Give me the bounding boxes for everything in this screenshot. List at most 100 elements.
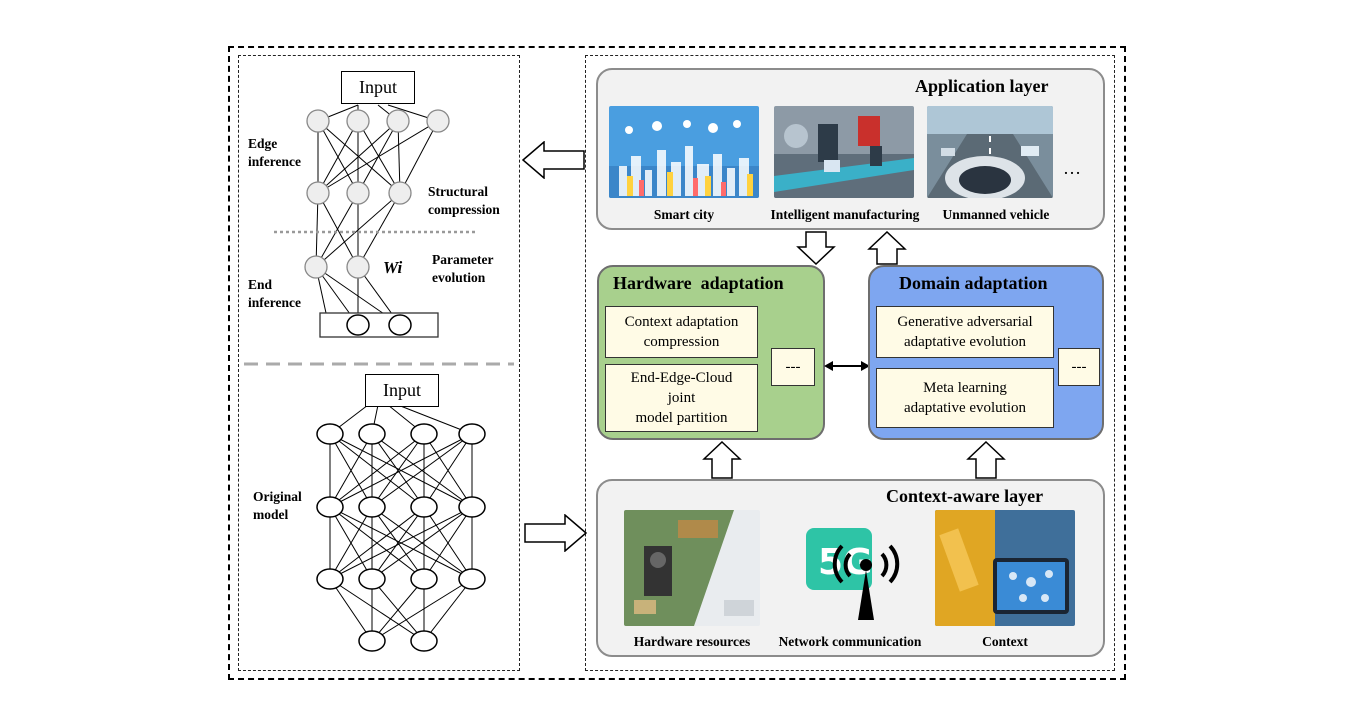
original-network-link bbox=[329, 578, 425, 642]
end-inference-label: End inference bbox=[248, 276, 301, 312]
unmanned-vehicle-caption: Unmanned vehicle bbox=[942, 207, 1050, 222]
original-network-node bbox=[358, 423, 386, 445]
context-caption: Context bbox=[982, 634, 1028, 649]
original-network-link bbox=[371, 433, 425, 508]
generative-adversarial-box: Generative adversarial adaptative evolut… bbox=[876, 306, 1054, 358]
edge-node bbox=[306, 181, 330, 205]
application-more: … bbox=[1063, 158, 1081, 178]
hardware-adaptation-title: Hardware adaptation bbox=[613, 273, 784, 293]
end-node bbox=[346, 255, 370, 279]
network-communication-caption: Network communication bbox=[778, 634, 922, 649]
top-input-label: Input bbox=[359, 77, 397, 97]
edge-node bbox=[426, 109, 450, 133]
top-input-box: Input bbox=[341, 71, 415, 104]
original-network-link bbox=[329, 506, 373, 580]
original-network-link bbox=[371, 506, 425, 580]
original-model-text: Original model bbox=[253, 489, 302, 522]
wi-text: Wi bbox=[383, 258, 403, 277]
hardware-more-text: --- bbox=[785, 358, 801, 375]
original-network-link bbox=[329, 433, 473, 508]
original-network-node bbox=[358, 496, 386, 518]
hardware-more-box: --- bbox=[771, 348, 815, 386]
domain-more-box: --- bbox=[1058, 348, 1100, 386]
parameter-evolution-text: Parameter evolution bbox=[432, 252, 494, 285]
right-panel bbox=[585, 55, 1115, 671]
original-network-link bbox=[371, 578, 473, 642]
context-adaptation-compression-text: Context adaptation compression bbox=[624, 314, 739, 350]
original-network-node bbox=[358, 630, 386, 652]
meta-learning-box: Meta learning adaptative evolution bbox=[876, 368, 1054, 428]
bottom-input-label: Input bbox=[383, 380, 421, 400]
intelligent-manufacturing-image bbox=[774, 106, 914, 198]
original-network-node bbox=[458, 423, 486, 445]
original-network-link bbox=[329, 433, 373, 508]
intelligent-manufacturing-caption: Intelligent manufacturing bbox=[770, 207, 920, 222]
original-network-link bbox=[329, 506, 425, 580]
edge-node bbox=[346, 109, 370, 133]
double-arrow bbox=[824, 361, 870, 371]
neural-network-diagram bbox=[244, 104, 514, 652]
output-box bbox=[319, 312, 439, 338]
arrow-up-to-hardware bbox=[702, 441, 742, 479]
original-network-link bbox=[423, 433, 473, 508]
original-network-node bbox=[316, 423, 344, 445]
structural-compression-label: Structural compression bbox=[428, 183, 500, 219]
bottom-input-box: Input bbox=[365, 374, 439, 407]
smart-city-caption: Smart city bbox=[653, 207, 715, 222]
unmanned-vehicle-image bbox=[927, 106, 1053, 198]
arrow-up-from-domain bbox=[867, 231, 907, 265]
edge-inference-text: Edge inference bbox=[248, 136, 301, 169]
network-5g-icon: 5G bbox=[806, 528, 900, 620]
original-network-node bbox=[458, 568, 486, 590]
original-network-link bbox=[329, 506, 473, 580]
domain-more-text: --- bbox=[1071, 358, 1087, 375]
edge-network-links bbox=[315, 104, 439, 326]
meta-learning-text: Meta learning adaptative evolution bbox=[903, 380, 1027, 416]
edge-node bbox=[306, 109, 330, 133]
original-network-node bbox=[458, 496, 486, 518]
edge-node bbox=[346, 181, 370, 205]
structural-compression-text: Structural compression bbox=[428, 184, 500, 217]
arrow-down-to-hardware bbox=[796, 231, 836, 265]
wi-label: Wi bbox=[383, 258, 402, 278]
original-network-links bbox=[329, 404, 473, 435]
generative-adversarial-text: Generative adversarial adaptative evolut… bbox=[897, 314, 1033, 350]
original-network-node bbox=[410, 423, 438, 445]
arrow-up-to-domain bbox=[966, 441, 1006, 479]
arrow-right bbox=[524, 514, 587, 552]
original-network-nodes bbox=[316, 423, 486, 652]
original-network-link bbox=[371, 506, 473, 580]
original-network-link bbox=[329, 578, 373, 642]
end-edge-cloud-box: End-Edge-Cloud joint model partition bbox=[605, 364, 758, 432]
original-network-node bbox=[410, 496, 438, 518]
edge-inference-label: Edge inference bbox=[248, 135, 301, 171]
left-panel bbox=[238, 55, 520, 671]
original-network-link bbox=[423, 506, 473, 580]
original-network-link bbox=[423, 578, 473, 642]
original-network-node bbox=[410, 568, 438, 590]
context-adaptation-compression-box: Context adaptation compression bbox=[605, 306, 758, 358]
original-network-link bbox=[329, 433, 425, 508]
original-network-link bbox=[371, 433, 473, 508]
original-network-node bbox=[358, 568, 386, 590]
context-aware-layer-title: Context-aware layer bbox=[886, 486, 1044, 506]
hardware-resources-caption: Hardware resources bbox=[633, 634, 751, 649]
end-inference-text: End inference bbox=[248, 277, 301, 310]
original-network-node bbox=[316, 496, 344, 518]
output-node bbox=[388, 314, 412, 336]
end-node bbox=[304, 255, 328, 279]
arrow-left bbox=[522, 141, 585, 179]
application-layer-title: Application layer bbox=[915, 76, 1049, 96]
end-edge-cloud-text: End-Edge-Cloud joint model partition bbox=[630, 370, 733, 426]
context-image bbox=[935, 510, 1075, 626]
original-model-label: Original model bbox=[253, 488, 302, 524]
outer-frame bbox=[228, 46, 1126, 680]
original-network-link bbox=[371, 578, 425, 642]
original-network-node bbox=[410, 630, 438, 652]
output-node bbox=[346, 314, 370, 336]
smart-city-image bbox=[609, 106, 759, 198]
domain-adaptation-title: Domain adaptation bbox=[899, 273, 1048, 293]
original-network-node bbox=[316, 568, 344, 590]
parameter-evolution-label: Parameter evolution bbox=[432, 251, 493, 287]
edge-node bbox=[388, 181, 412, 205]
